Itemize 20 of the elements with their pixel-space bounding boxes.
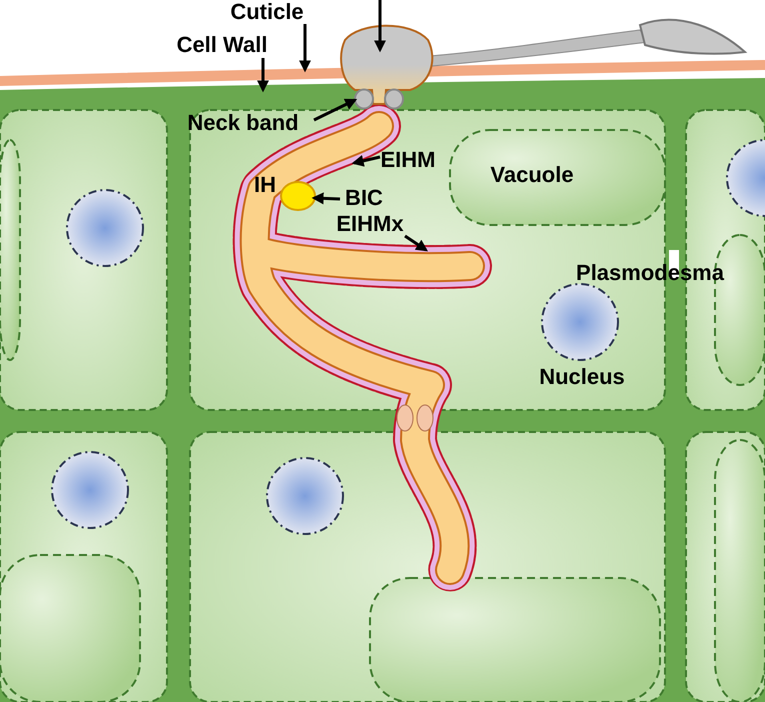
appressorium [338, 22, 436, 106]
neck-band [354, 89, 404, 110]
leader-arrow [352, 155, 380, 167]
part-label: EIHMx [336, 212, 404, 236]
leader-arrow [257, 58, 269, 92]
part-label: Nucleus [539, 365, 625, 389]
cell-wall-layer [0, 78, 765, 106]
leader-arrow [313, 98, 358, 122]
part-label: Cuticle [230, 0, 304, 24]
part-label: IH [254, 173, 276, 197]
leader-arrow [404, 234, 428, 252]
part-label: BIC [345, 186, 383, 210]
part-label: Neck band [187, 111, 299, 135]
leader-arrow [299, 24, 311, 72]
part-label: Vacuole [490, 163, 574, 187]
part-label: EIHM [380, 148, 436, 172]
part-label: Cell Wall [176, 33, 268, 57]
leader-arrow [312, 192, 340, 204]
leader-arrow [374, 0, 386, 52]
bic-body [280, 181, 316, 211]
